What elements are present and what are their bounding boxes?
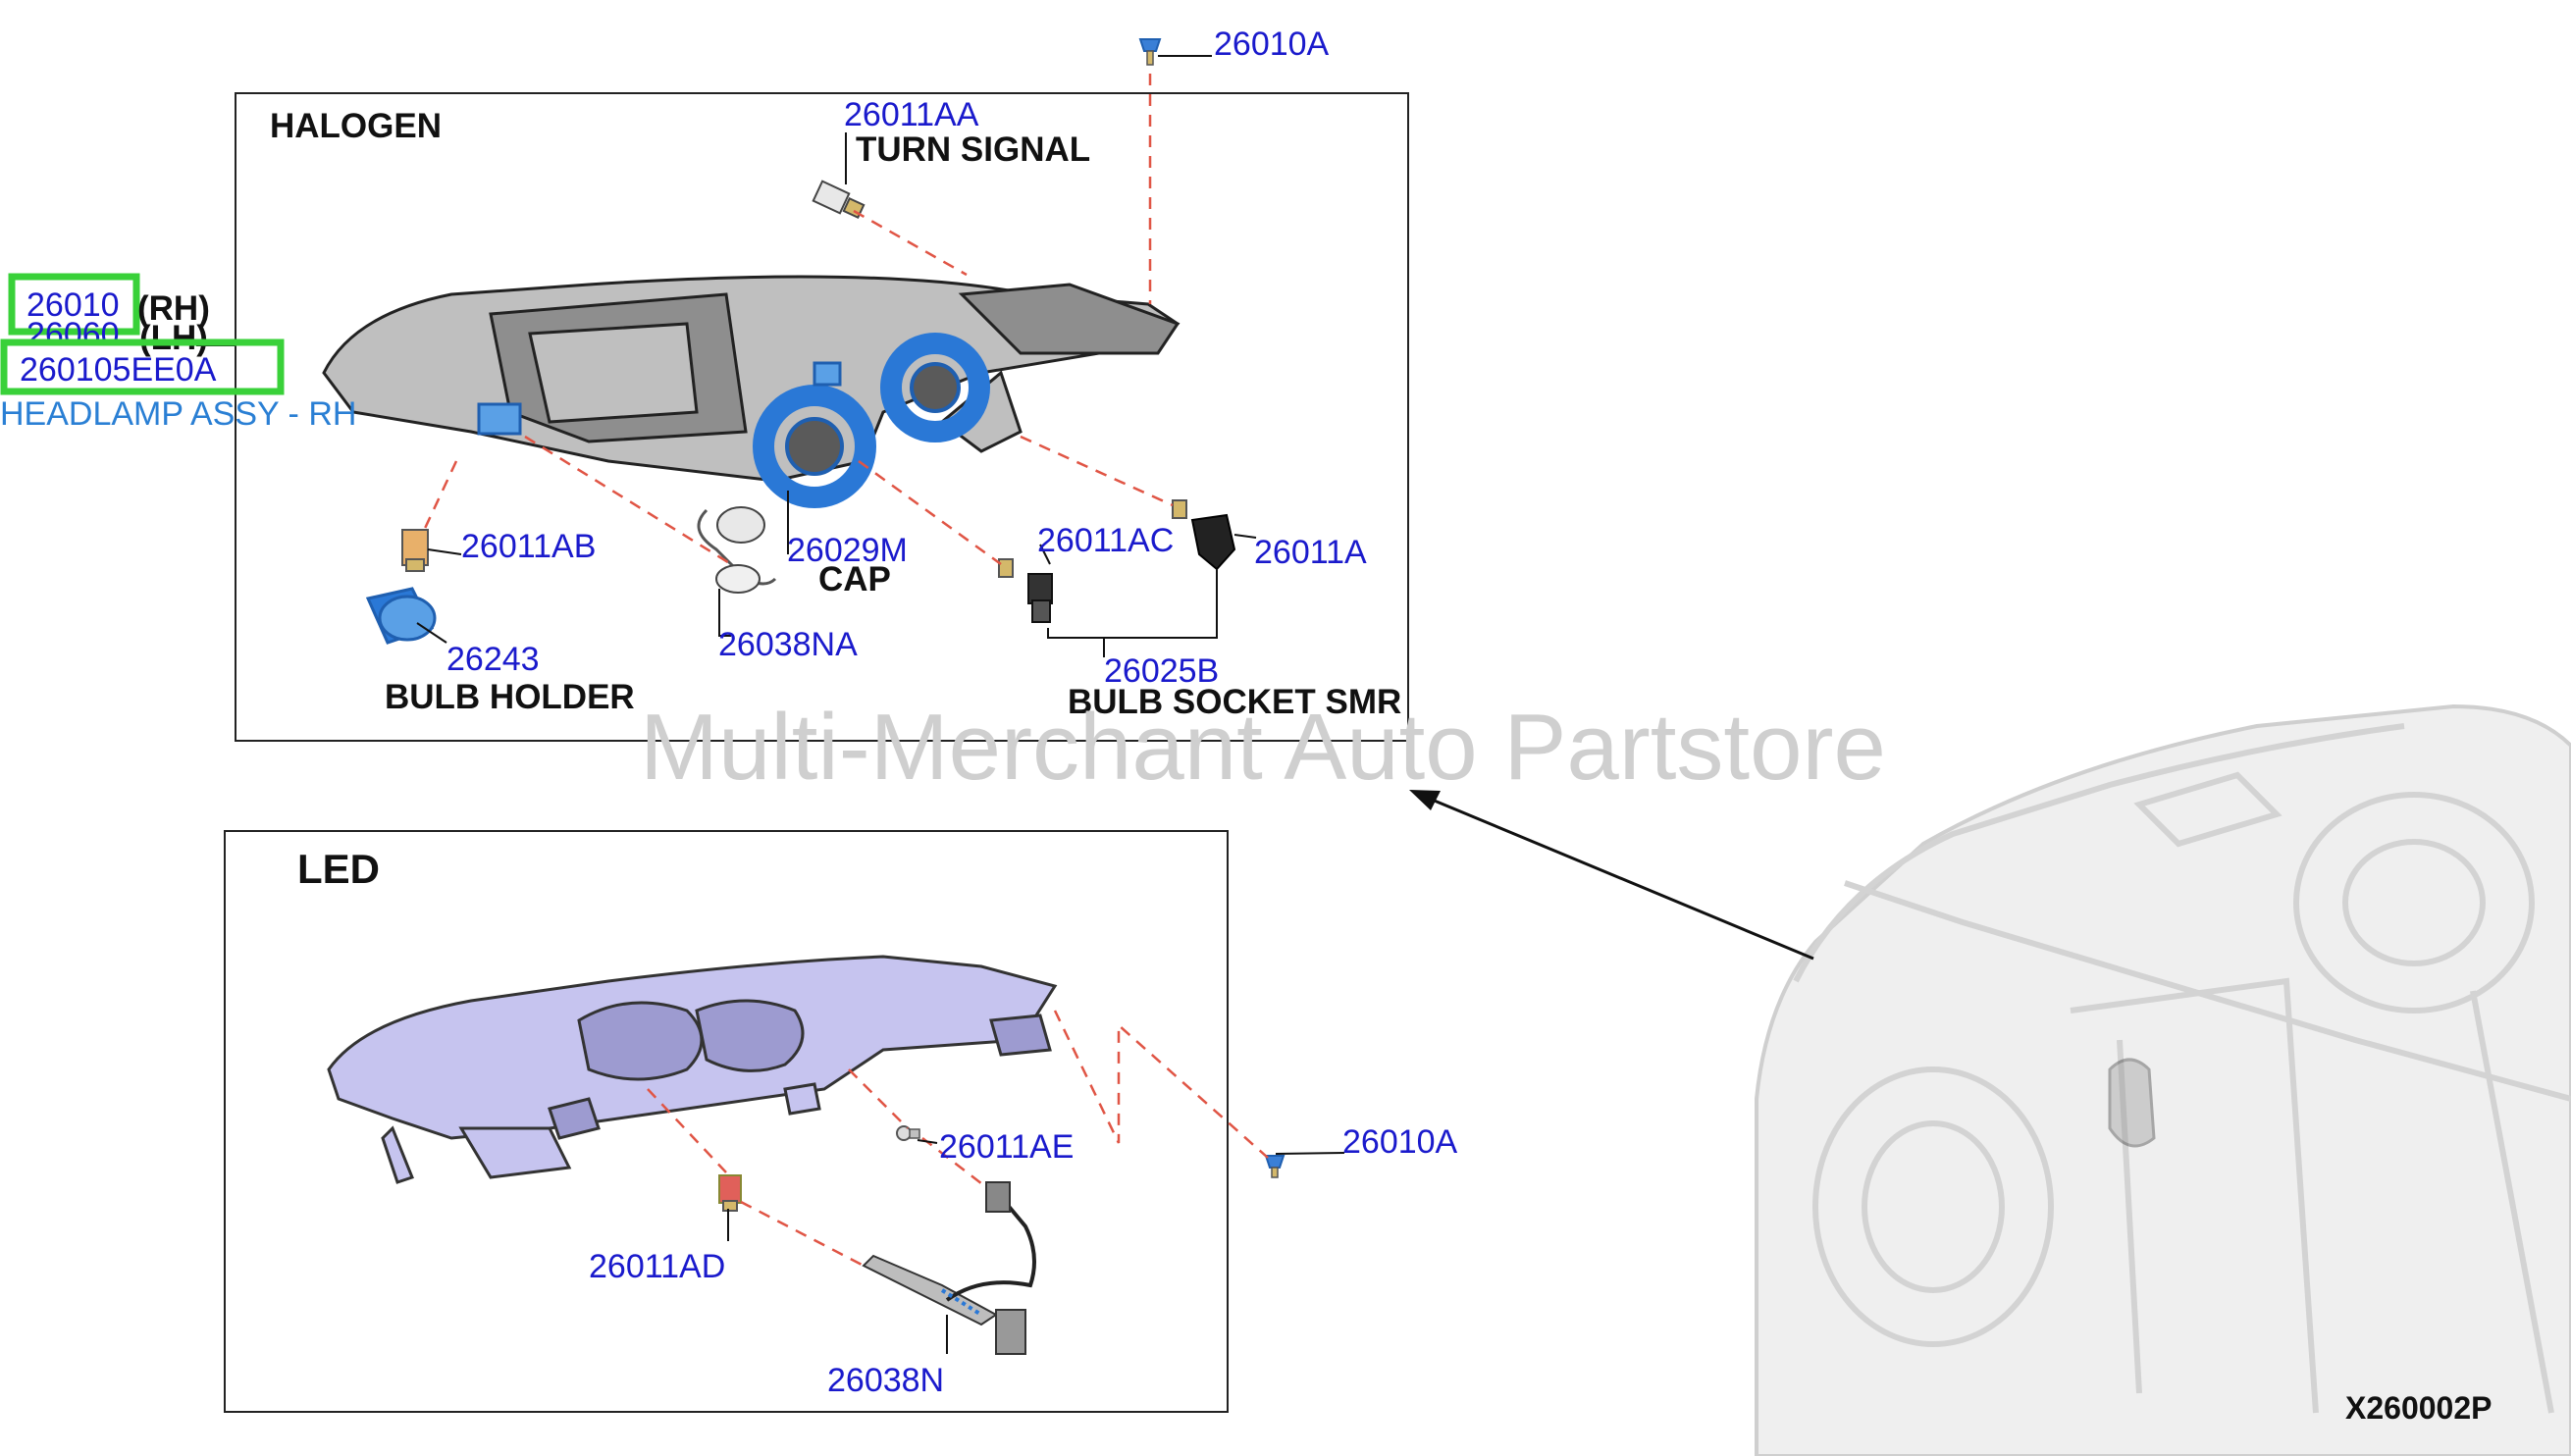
assembly-rh-part[interactable]: 26010 — [26, 286, 120, 324]
bulb-26011ab-icon — [401, 529, 429, 572]
callout-26011ae: 26011AE — [939, 1128, 1074, 1166]
callout-26011a: 26011A — [1254, 534, 1367, 571]
bulb-26038n-icon — [862, 1181, 1036, 1355]
callout-26010a-led: 26010A — [1342, 1123, 1458, 1161]
assembly-lh-suffix: (LH) — [139, 319, 208, 357]
callout-26011ad: 26011AD — [589, 1248, 725, 1285]
callout-bulb-socket-smr-label: BULB SOCKET SMR — [1068, 683, 1401, 721]
assembly-callouts[interactable]: 26010 (RH) 26060 (LH) 260105EE0A HEADLAM… — [0, 273, 356, 433]
bulb-26011ad-icon — [718, 1174, 742, 1212]
cap-ring-left — [753, 385, 876, 508]
callout-26011ab: 26011AB — [461, 528, 596, 565]
watermark-text: Multi-Merchant Auto Partstore — [640, 695, 1886, 800]
halogen-frame — [235, 92, 1409, 742]
led-headlamp-housing — [327, 955, 1058, 1184]
clip-26010a-led-icon — [1264, 1155, 1286, 1178]
bulb-26011a-icon — [1172, 499, 1236, 571]
bulb-26038na-icon — [697, 506, 777, 594]
car-illustration — [1755, 703, 2571, 1456]
assembly-lh-part[interactable]: 26060 — [26, 316, 120, 353]
turn-signal-socket — [477, 402, 522, 436]
led-title: LED — [297, 846, 380, 892]
pointer-arrow — [1409, 790, 1814, 961]
callout-26038n: 26038N — [827, 1362, 944, 1399]
cap-core-left — [785, 417, 844, 476]
cap-ring-right — [880, 333, 990, 442]
callout-26010a-top: 26010A — [1214, 26, 1330, 63]
led-frame — [224, 830, 1229, 1413]
top-clip — [1138, 38, 1212, 66]
callout-turn-signal-label: TURN SIGNAL — [856, 130, 1090, 169]
assembly-rh-suffix: (RH) — [137, 289, 210, 328]
small-blue-clip — [813, 361, 842, 387]
callout-bulb-holder-label: BULB HOLDER — [385, 678, 635, 716]
highlight-part-box — [0, 338, 285, 395]
bulb-holder-icon — [365, 587, 437, 645]
callout-26011aa: 26011AA — [844, 96, 979, 133]
bulb-26011ac-icon — [998, 558, 1053, 623]
halogen-title: HALOGEN — [270, 107, 442, 145]
callout-26029m: 26029M — [787, 532, 908, 569]
led-section: LED — [224, 830, 1345, 1413]
cap-core-right — [910, 362, 961, 413]
bulb-26011ae-icon — [896, 1125, 920, 1141]
diagram-code: X260002P — [2345, 1390, 2492, 1426]
callout-26243: 26243 — [446, 641, 540, 678]
callout-26025b: 26025B — [1104, 652, 1219, 690]
rh-part-highlight — [8, 273, 140, 336]
assembly-highlight-desc[interactable]: HEADLAMP ASSY - RH — [0, 395, 356, 433]
halogen-section: HALOGEN — [235, 74, 1409, 742]
callout-26011ac: 26011AC — [1037, 522, 1174, 559]
assembly-highlight-part[interactable]: 260105EE0A — [20, 351, 217, 389]
callout-26038na: 26038NA — [718, 626, 858, 663]
halogen-headlamp-housing — [322, 275, 1181, 483]
callout-cap-label: CAP — [818, 560, 891, 598]
